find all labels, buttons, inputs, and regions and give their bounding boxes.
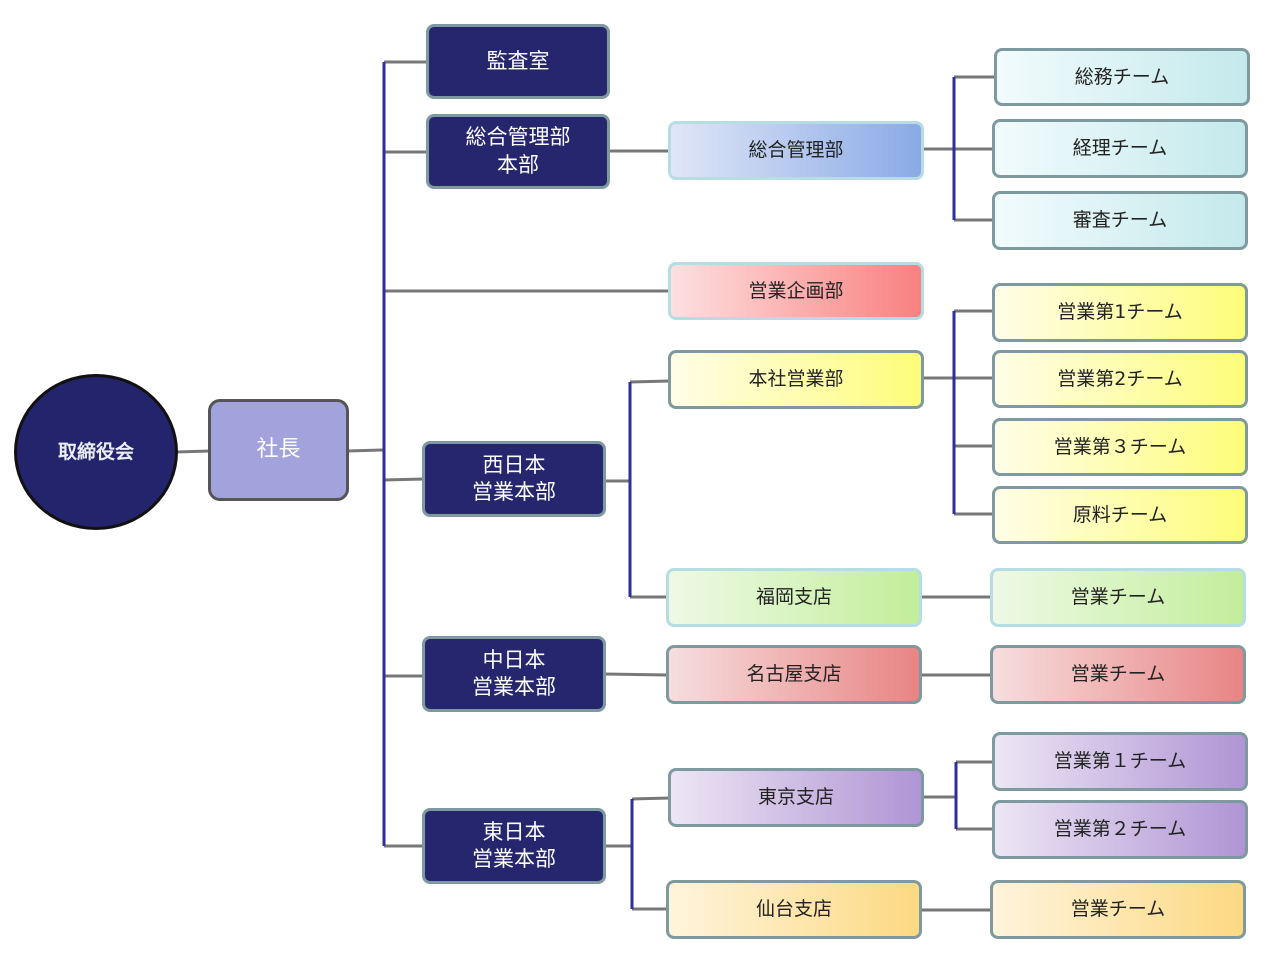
node-label: 営業第３チーム <box>1053 435 1187 458</box>
tokyo-branch-node[interactable]: 東京支店 <box>668 768 924 827</box>
node-label: 営業第2チーム <box>1057 367 1183 390</box>
sendai-sales-team-node[interactable]: 営業チーム <box>990 880 1246 939</box>
node-label: 西日本 <box>482 452 546 477</box>
node-label: 名古屋支店 <box>746 663 842 686</box>
node-label: 営業第1チーム <box>1057 301 1183 324</box>
accounting-team-node[interactable]: 経理チーム <box>992 119 1248 178</box>
east-japan-sales-hq-node[interactable]: 東日本営業本部 <box>422 808 606 884</box>
node-label: 仙台支店 <box>755 898 832 921</box>
node-label: 中日本 <box>482 647 546 672</box>
node-label: 東日本 <box>482 819 546 844</box>
node-label: 営業第１チーム <box>1053 750 1187 773</box>
node-label: 営業チーム <box>1070 586 1166 609</box>
connector <box>346 448 385 453</box>
node-label: 営業第２チーム <box>1053 818 1187 841</box>
node-label: 営業本部 <box>472 675 556 699</box>
node-label: 総合管理部 <box>748 139 844 162</box>
node-label: 社長 <box>256 436 301 462</box>
nagoya-sales-team-node[interactable]: 営業チーム <box>990 645 1246 704</box>
review-team-node[interactable]: 審査チーム <box>992 191 1248 250</box>
materials-team-node[interactable]: 原料チーム <box>992 486 1248 544</box>
node-label: 審査チーム <box>1072 209 1168 232</box>
node-label: 営業企画部 <box>748 279 844 302</box>
audit-office-node[interactable]: 監査室 <box>426 24 610 99</box>
tokyo-sales-team-2-node[interactable]: 営業第２チーム <box>992 800 1248 859</box>
president-node[interactable]: 社長 <box>208 399 349 501</box>
tokyo-sales-team-1-node[interactable]: 営業第１チーム <box>992 732 1248 791</box>
fukuoka-branch-node[interactable]: 福岡支店 <box>666 568 922 627</box>
node-label: 本部 <box>497 152 539 177</box>
node-label: 原料チーム <box>1072 503 1168 526</box>
general-admin-hq-node[interactable]: 総合管理部本部 <box>426 114 610 189</box>
head-office-sales-dept-node[interactable]: 本社営業部 <box>668 350 924 409</box>
west-japan-sales-hq-node[interactable]: 西日本営業本部 <box>422 441 606 517</box>
node-label: 営業本部 <box>472 847 556 871</box>
general-affairs-team-node[interactable]: 総務チーム <box>994 48 1250 106</box>
node-label: 営業チーム <box>1070 663 1166 686</box>
connector <box>175 449 211 454</box>
central-japan-sales-hq-node[interactable]: 中日本営業本部 <box>422 636 606 712</box>
node-label: 東京支店 <box>757 786 834 809</box>
connector <box>383 477 425 482</box>
node-label: 総務チーム <box>1074 65 1170 88</box>
sales-planning-dept-node[interactable]: 営業企画部 <box>668 262 924 320</box>
node-label: 本社営業部 <box>748 368 844 391</box>
hq-sales-team-1-node[interactable]: 営業第1チーム <box>992 283 1248 342</box>
connector <box>629 379 671 384</box>
node-label: 取締役会 <box>57 440 134 463</box>
general-admin-dept-node[interactable]: 総合管理部 <box>668 121 924 180</box>
node-label: 福岡支店 <box>755 586 832 609</box>
board-of-directors-node[interactable]: 取締役会 <box>14 374 178 530</box>
sendai-branch-node[interactable]: 仙台支店 <box>666 880 922 939</box>
hq-sales-team-3-node[interactable]: 営業第３チーム <box>992 418 1248 476</box>
connector <box>603 672 669 677</box>
nagoya-branch-node[interactable]: 名古屋支店 <box>666 645 922 704</box>
node-label: 営業本部 <box>472 480 556 504</box>
hq-sales-team-2-node[interactable]: 営業第2チーム <box>992 350 1248 408</box>
connector <box>631 796 671 801</box>
node-label: 総合管理部 <box>465 125 571 150</box>
fukuoka-sales-team-node[interactable]: 営業チーム <box>990 568 1246 627</box>
node-label: 経理チーム <box>1072 137 1168 160</box>
node-label: 営業チーム <box>1070 898 1166 921</box>
node-label: 監査室 <box>486 48 550 73</box>
